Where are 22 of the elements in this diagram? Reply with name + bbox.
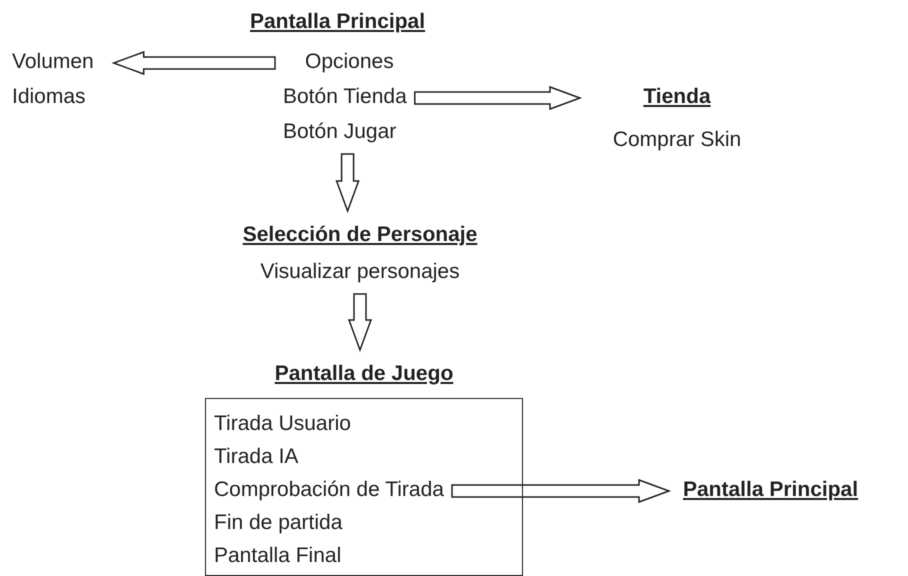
block-arrow xyxy=(451,478,672,504)
menu-item: Pantalla Final xyxy=(214,544,342,568)
menu-item: Idiomas xyxy=(12,85,87,109)
menu-item: Tirada IA xyxy=(214,445,298,469)
block-arrow xyxy=(336,153,360,214)
screen-title: Selección de Personaje xyxy=(242,223,478,247)
screen-title: Pantalla Principal xyxy=(683,478,858,502)
block-arrow xyxy=(348,293,372,352)
menu-item: Comprar Skin xyxy=(612,128,742,152)
menu-item: Volumen xyxy=(12,50,94,74)
screen-title: Pantalla Principal xyxy=(250,10,426,34)
menu-item: Botón Jugar xyxy=(283,120,396,144)
menu-item: Comprobación de Tirada xyxy=(214,478,444,502)
screen-title: Tienda xyxy=(642,85,712,109)
screen-title: Pantalla de Juego xyxy=(274,362,454,386)
menu-item: Visualizar personajes xyxy=(259,260,461,284)
menu-item: Fin de partida xyxy=(214,511,342,535)
block-arrow xyxy=(112,50,276,76)
menu-item: Tirada Usuario xyxy=(214,412,351,436)
menu-item: Botón Tienda xyxy=(283,85,407,109)
menu-item: Opciones xyxy=(305,50,394,74)
block-arrow xyxy=(414,86,582,110)
